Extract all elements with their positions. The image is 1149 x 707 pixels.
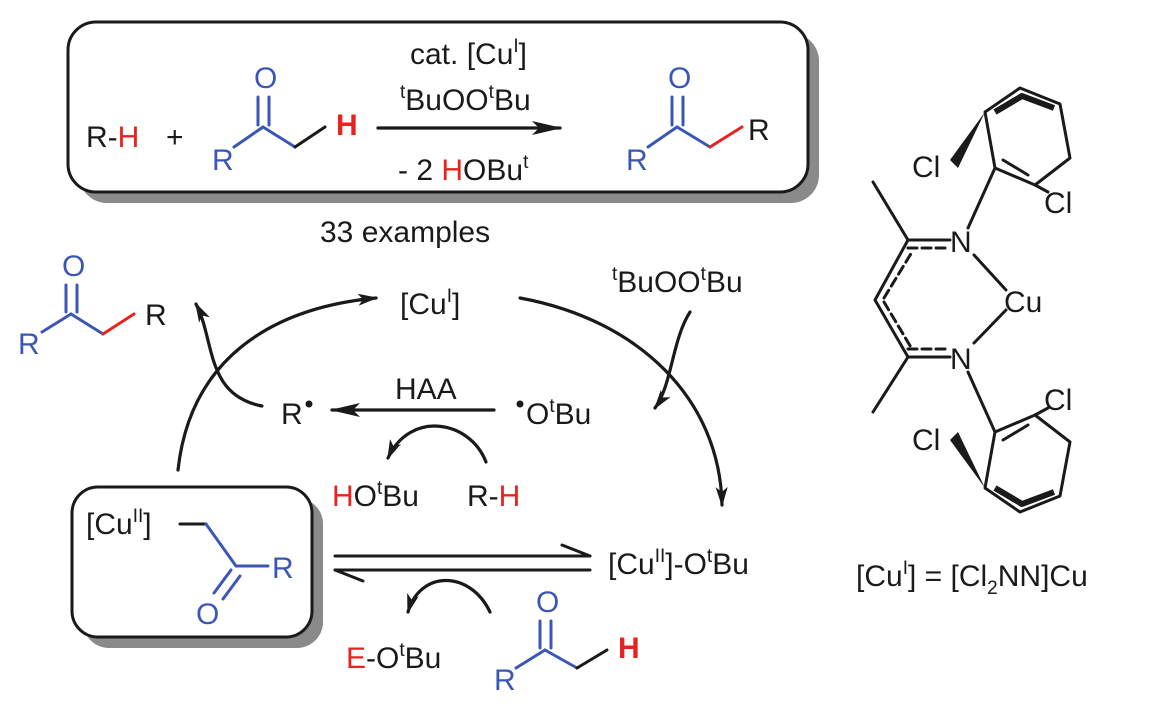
equilibrium-reverse-head bbox=[333, 568, 365, 583]
arrow-cu-i-to-cu-ii bbox=[518, 296, 728, 507]
ketone-oxygen-label: O bbox=[254, 62, 277, 95]
cycle-product-oxygen-label: O bbox=[62, 250, 85, 283]
product-ketone: O R R bbox=[626, 62, 770, 177]
peroxide-label: tBuOOtBu bbox=[612, 264, 743, 299]
cycle-ketone-h-label: H bbox=[618, 632, 640, 665]
arrow-rh-to-hotbu bbox=[386, 424, 488, 464]
radical-dot-o bbox=[516, 400, 524, 408]
nitrogen-top-label: N bbox=[950, 226, 972, 259]
cycle-product-r2-label: R bbox=[145, 299, 167, 332]
enolate-cu-label: [CuII] bbox=[86, 506, 152, 541]
condition-oxidant: tBuOOtBu bbox=[400, 82, 531, 117]
methyl-top bbox=[871, 180, 910, 242]
ketone-h-label: H bbox=[336, 109, 358, 142]
ketone-reactant: O R H bbox=[212, 62, 358, 177]
cycle-ketone-r-label: R bbox=[494, 664, 516, 697]
tert-butoxy-radical: OtBu bbox=[526, 396, 591, 431]
radical-dot-r bbox=[305, 400, 313, 408]
product-r2-label: R bbox=[748, 114, 770, 147]
chlorine-2-label: Cl bbox=[1044, 187, 1072, 220]
plus-sign: + bbox=[166, 121, 184, 154]
product-oxygen-label: O bbox=[668, 62, 691, 95]
cycle-ketone: O R H bbox=[494, 586, 640, 697]
cu-ii-enolate: [CuII] R O bbox=[86, 506, 294, 631]
arrow-ketone-to-eotbu bbox=[406, 578, 492, 614]
chlorine-3-label: Cl bbox=[912, 424, 940, 457]
catalyst-definition: [CuI] = [Cl2NN]Cu bbox=[856, 558, 1088, 599]
examples-label: 33 examples bbox=[320, 216, 490, 249]
cycle-product: O R R bbox=[18, 250, 167, 361]
tert-butanol-label: HOtBu bbox=[332, 478, 419, 513]
alkyl-radical: R bbox=[281, 398, 303, 431]
cu-ii-enolate-box bbox=[70, 485, 314, 639]
chlorine-4-label: Cl bbox=[1044, 384, 1072, 417]
chlorine-1-label: Cl bbox=[912, 151, 940, 184]
cu-ii-alkoxide-label: [CuII]-OtBu bbox=[608, 546, 749, 581]
condition-byproduct: - 2 HOBut bbox=[398, 152, 529, 187]
arrow-radical-to-product bbox=[194, 302, 264, 408]
enolate-oxygen-label: O bbox=[196, 598, 219, 631]
nitrogen-bottom-label: N bbox=[950, 343, 972, 376]
rh-substrate: R-H bbox=[467, 480, 520, 513]
arrow-peroxide-cleavage bbox=[653, 310, 692, 410]
reactant-rh: R-H bbox=[86, 121, 139, 154]
cu-i-label: [CuI] bbox=[400, 286, 460, 321]
copper-label: Cu bbox=[1004, 286, 1042, 319]
cl2nn-cu-complex: N N Cu Cl Cl Cl Cl bbox=[871, 86, 1072, 514]
top-reaction-box bbox=[66, 20, 810, 194]
haa-label: HAA bbox=[395, 373, 457, 406]
eotbu-label: E-OtBu bbox=[346, 640, 441, 675]
condition-catalyst: cat. [CuI] bbox=[410, 36, 527, 71]
product-r1-label: R bbox=[626, 144, 648, 177]
arrow-enolate-to-cu-i bbox=[176, 293, 378, 472]
cycle-product-r1-label: R bbox=[18, 328, 40, 361]
cycle-ketone-oxygen-label: O bbox=[536, 586, 559, 619]
methyl-bottom bbox=[871, 355, 910, 414]
equilibrium-forward-head bbox=[560, 543, 592, 558]
ketone-r-label: R bbox=[212, 144, 234, 177]
enolate-r-label: R bbox=[272, 552, 294, 585]
